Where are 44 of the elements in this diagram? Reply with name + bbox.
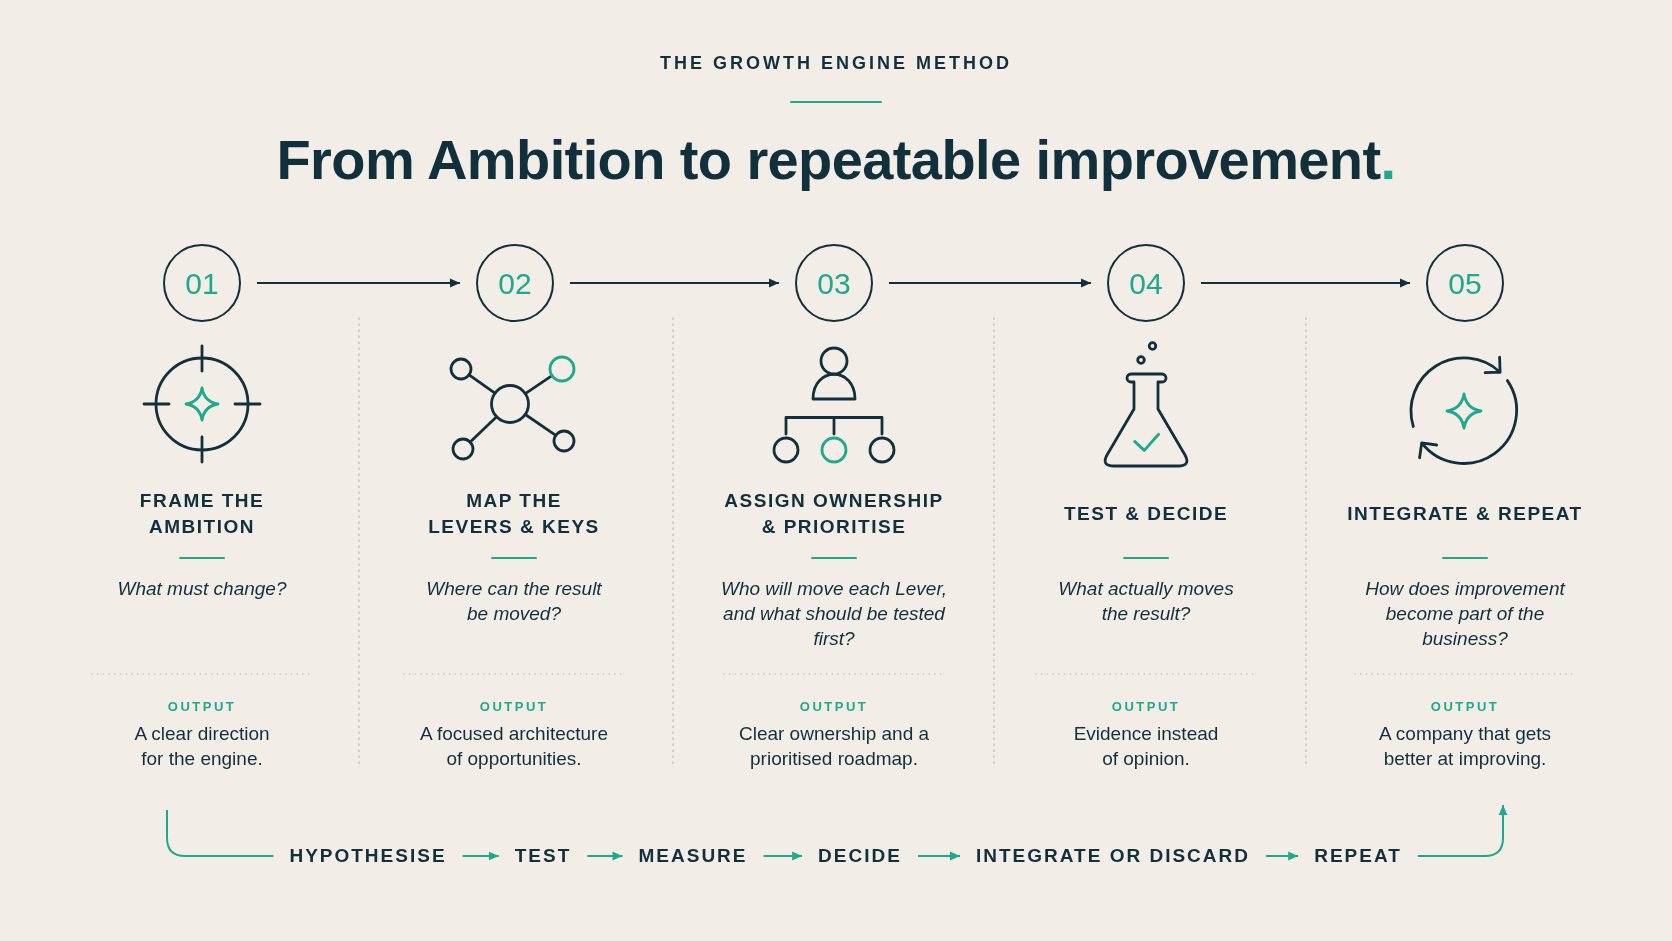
step-circle: 04 [1107,244,1185,322]
output-text: A company that gets better at improving. [1377,722,1553,771]
arrow [569,278,780,288]
output-label: OUTPUT [479,699,549,715]
output-label: OUTPUT [1430,699,1500,715]
cycle-step-label: MEASURE [638,844,748,868]
step-circle: 03 [795,244,873,322]
section-label: THE GROWTH ENGINE METHOD [660,52,1012,74]
step-circle: 01 [163,244,241,322]
step-heading: INTEGRATE & REPEAT [1346,502,1584,526]
output-text: A focused architecture of opportunities. [419,722,609,771]
output-text: Evidence instead of opinion. [1072,722,1220,771]
loop-line [166,809,275,857]
output-label: OUTPUT [167,699,237,715]
arrow [1265,851,1300,861]
step-circle: 02 [476,244,554,322]
arrow [461,851,500,861]
step-heading: TEST & DECIDE [1062,502,1230,526]
cycle-step-label: REPEAT [1314,844,1402,868]
output-text: Clear ownership and a prioritised roadmap. [737,722,931,771]
output-label: OUTPUT [1111,699,1181,715]
step-question: Where can the result be moved? [425,577,603,626]
step-question: What must change? [116,577,288,601]
arrow [1200,278,1411,288]
step-circle: 05 [1426,244,1504,322]
step-heading: FRAME THE AMBITION [138,489,266,539]
arrow [586,851,624,861]
loop-arrow [1416,804,1508,857]
cycle-step-label: DECIDE [818,844,902,868]
cycle-step-label: INTEGRATE OR DISCARD [976,844,1250,868]
cycle-step-label: HYPOTHESISE [289,844,447,868]
cycle-step-label: TEST [514,844,572,868]
output-label: OUTPUT [799,699,869,715]
title: From Ambition to repeatable improvement. [276,127,1396,193]
step-question: How does improvement become part of the business? [1364,577,1567,651]
step-heading: ASSIGN OWNERSHIP & PRIORITISE [723,489,945,539]
arrow [256,278,461,288]
step-heading: MAP THE LEVERS & KEYS [427,489,601,539]
arrow [888,278,1092,288]
step-question: What actually moves the result? [1057,577,1235,626]
output-text: A clear direction for the engine. [133,722,271,771]
arrow [762,851,804,861]
arrow [916,851,961,861]
step-question: Who will move each Lever, and what should be tested first? [720,577,948,651]
